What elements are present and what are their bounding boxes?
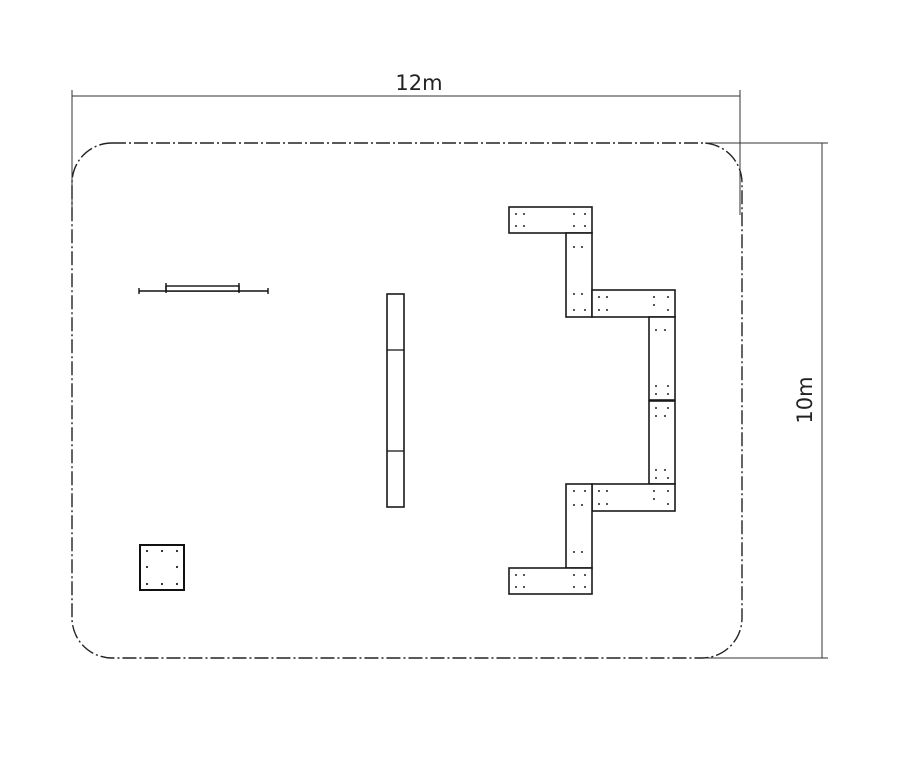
center-bench <box>386 293 405 508</box>
square-post <box>139 544 185 591</box>
bench-segment <box>648 316 676 401</box>
bench-segment <box>648 400 676 485</box>
bolt-marks <box>515 213 669 588</box>
bench-segment <box>591 483 676 512</box>
bench-segment <box>591 289 676 318</box>
bench-segment <box>565 232 593 318</box>
bench-segment <box>565 483 593 569</box>
balance-beam <box>138 283 269 294</box>
bench-segment <box>508 567 593 595</box>
width-dimension-label: 12m <box>395 71 442 95</box>
zigzag-bench-assembly <box>508 206 676 595</box>
bench-segment <box>508 206 593 234</box>
safety-zone-boundary <box>71 142 743 659</box>
width-dimension: 12m <box>71 71 741 215</box>
height-dimension-label: 10m <box>793 376 817 423</box>
height-dimension: 10m <box>705 142 828 659</box>
